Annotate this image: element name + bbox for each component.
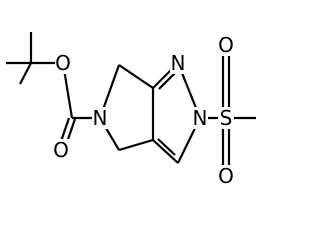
bond-c7a-to-n1-inner bbox=[158, 71, 177, 90]
atom-label-ester-oxygen: O bbox=[55, 51, 71, 75]
atom-label-sulfonyl-oxygen-top: O bbox=[218, 33, 234, 57]
atom-label-sulfonyl-oxygen-bottom: O bbox=[218, 164, 234, 188]
bond-c3-to-c3a bbox=[152, 139, 179, 164]
atom-sulfonyl-oxygen-bottom: O bbox=[218, 164, 234, 188]
bond-c3-to-c3a-inner bbox=[157, 138, 176, 156]
atom-label-pyrrolidine-nitrogen: N bbox=[93, 106, 108, 130]
atom-label-pyrazole-n2: N bbox=[193, 106, 208, 130]
atom-pyrazole-n2: N bbox=[192, 106, 208, 130]
bond-bottom-ch2-to-c3a bbox=[118, 138, 154, 152]
atom-sulfonyl-oxygen-top: O bbox=[218, 33, 234, 57]
atom-pyrrolidine-nitrogen: N bbox=[92, 106, 108, 130]
atom-label-pyrazole-n1: N bbox=[171, 51, 186, 75]
bond-quaternary-c-to-bottom-methyl bbox=[19, 62, 32, 85]
atom-ester-oxygen: O bbox=[55, 51, 71, 75]
atom-carbonyl-oxygen: O bbox=[53, 138, 69, 162]
bond-top-ch2-to-c7a bbox=[118, 64, 154, 89]
atom-pyrazole-n1: N bbox=[170, 51, 186, 75]
chemical-structure-diagram: O O N N N S O O bbox=[6, 32, 256, 188]
atom-label-sulfur: S bbox=[220, 106, 233, 130]
atom-sulfur: S bbox=[218, 106, 234, 130]
atom-label-carbonyl-oxygen: O bbox=[53, 138, 69, 162]
